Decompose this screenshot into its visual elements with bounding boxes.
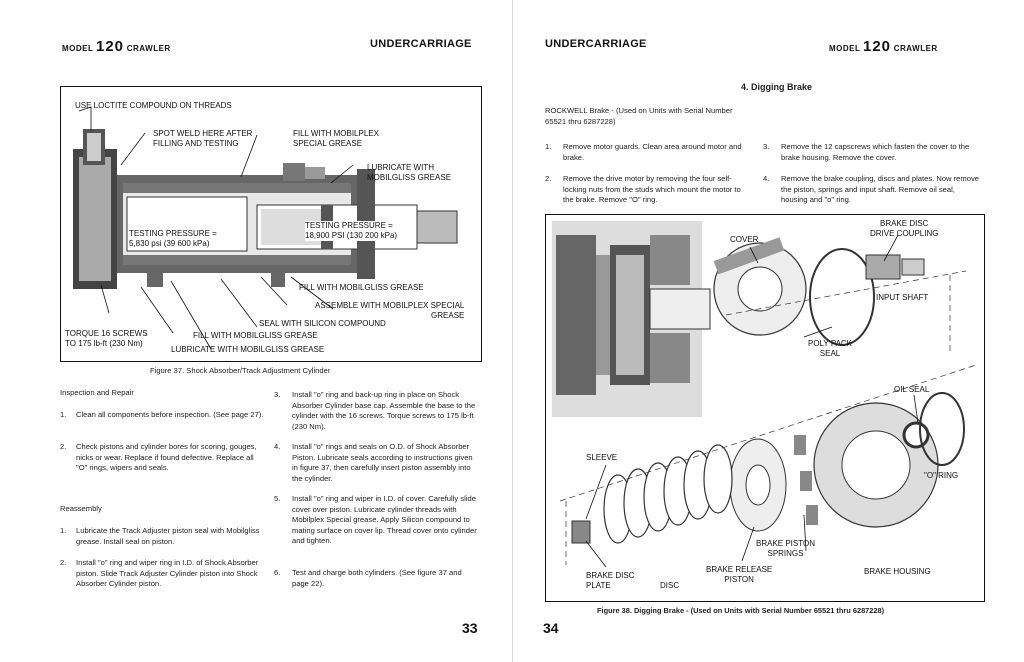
reassembly-heading: Reassembly xyxy=(60,504,102,513)
step-text: Remove the brake coupling, discs and pla… xyxy=(781,174,979,204)
model-prefix: MODEL xyxy=(829,44,861,53)
assembly-step-num: 4. xyxy=(274,442,281,451)
reassembly-item-text: Install "o" ring and wiper ring in I.D. … xyxy=(76,558,259,588)
step-num: 3. xyxy=(763,142,770,151)
callout-seal-silicon: SEAL WITH SILICON COMPOUND xyxy=(259,319,386,328)
assembly-step-num: 6. xyxy=(274,568,281,577)
reassembly-item-text: Lubricate the Track Adjuster piston seal… xyxy=(76,526,260,546)
callout-testing-pressure-left: TESTING PRESSURE = 5,830 psi (39 600 kPa… xyxy=(129,229,217,249)
callout-brake-disc-drive-coupling: BRAKE DISC DRIVE COUPLING xyxy=(870,219,939,238)
step-num: 2. xyxy=(545,174,552,183)
assembly-step-text: Test and charge both cylinders. (See fig… xyxy=(292,568,462,588)
callout-cover: COVER xyxy=(730,235,759,244)
figure-38-box: COVER BRAKE DISC DRIVE COUPLING INPUT SH… xyxy=(545,214,985,602)
callout-testing-pressure-right: TESTING PRESSURE = 18,900 PSI (130 200 k… xyxy=(305,221,398,241)
callout-input-shaft: INPUT SHAFT xyxy=(876,293,929,302)
callout-lubricate-2: LUBRICATE WITH MOBILGLISS GREASE xyxy=(171,345,325,354)
right-header-model: MODEL 120 CRAWLER xyxy=(829,38,938,55)
model-number: 120 xyxy=(95,38,125,55)
step-text: Remove motor guards. Clean area around m… xyxy=(563,142,742,162)
figure-37-caption: Figure 37. Shock Absorber/Track Adjustme… xyxy=(150,366,331,375)
callout-brake-housing: BRAKE HOUSING xyxy=(864,567,931,576)
figure-37-box: USE LOCTITE COMPOUND ON THREADS SPOT WEL… xyxy=(60,86,482,362)
callout-o-ring: "O" RING xyxy=(924,471,959,480)
callout-brake-disc-plate: BRAKE DISC PLATE xyxy=(586,571,635,590)
inspection-item-num: 2. xyxy=(60,442,67,451)
callout-disc: DISC xyxy=(660,581,680,590)
assembly-step-text: Install "o" ring and wiper in I.D. of co… xyxy=(292,494,477,545)
step-num: 1. xyxy=(545,142,552,151)
reassembly-item-num: 2. xyxy=(60,558,67,567)
callout-sleeve: SLEEVE xyxy=(586,453,618,462)
assembly-step-num: 3. xyxy=(274,390,281,399)
inspection-item-text: Check pistons and cylinder bores for sco… xyxy=(76,442,257,472)
left-page-number: 33 xyxy=(462,620,478,636)
right-page: UNDERCARRIAGE MODEL 120 CRAWLER 4. Diggi… xyxy=(512,0,1024,662)
section-title: 4. Digging Brake xyxy=(741,82,813,92)
assembly-step-text: Install "o" rings and seals on O.D. of S… xyxy=(292,442,473,483)
model-number: 120 xyxy=(862,38,892,55)
callout-loctite: USE LOCTITE COMPOUND ON THREADS xyxy=(75,101,232,110)
model-suffix: CRAWLER xyxy=(126,44,171,53)
step-num: 4. xyxy=(763,174,770,183)
right-page-number: 34 xyxy=(543,620,559,636)
step-text: Remove the 12 capscrews which fasten the… xyxy=(781,142,970,162)
inspection-item-num: 1. xyxy=(60,410,67,419)
left-header-model: MODEL 120 CRAWLER xyxy=(62,38,171,55)
callout-spot-weld: SPOT WELD HERE AFTER FILLING AND TESTING xyxy=(153,129,253,148)
callout-fill-mobilgliss-2: FILL WITH MOBILGLISS GREASE xyxy=(193,331,318,340)
callout-fill-mobilplex: FILL WITH MOBILPLEX SPECIAL GREASE xyxy=(293,129,379,148)
model-prefix: MODEL xyxy=(62,44,94,53)
digging-brake-exploded-drawing xyxy=(552,221,977,568)
inspection-item-text: Clean all components before inspection. … xyxy=(76,410,264,419)
callout-brake-piston-springs: BRAKE PISTON SPRINGS xyxy=(756,539,815,558)
callout-fill-mobilgliss: FILL WITH MOBILGLISS GREASE xyxy=(299,283,424,292)
callout-oil-seal: OIL SEAL xyxy=(894,385,930,394)
callout-brake-release-piston: BRAKE RELEASE PISTON xyxy=(706,565,773,584)
callout-lubricate-mobilgliss: LUBRICATE WITH MOBILGLISS GREASE xyxy=(367,163,452,182)
right-header-section: UNDERCARRIAGE xyxy=(545,38,647,50)
callout-assemble-mobilplex: ASSEMBLE WITH MOBILPLEX SPECIAL GREASE xyxy=(315,301,465,320)
callout-poly-pack-seal: POLY PACK SEAL xyxy=(808,339,853,358)
inspection-heading: Inspection and Repair xyxy=(60,388,134,397)
callout-torque-screws: TORQUE 16 SCREWS TO 175 lb-ft (230 Nm) xyxy=(65,329,148,348)
model-suffix: CRAWLER xyxy=(893,44,938,53)
reassembly-item-num: 1. xyxy=(60,526,67,535)
left-header-section: UNDERCARRIAGE xyxy=(370,38,472,50)
figure-38-caption: Figure 38. Digging Brake - (Used on Unit… xyxy=(597,606,885,615)
assembly-step-text: Install "o" ring and back-up ring in pla… xyxy=(292,390,476,431)
left-page: MODEL 120 CRAWLER UNDERCARRIAGE xyxy=(60,38,482,636)
step-text: Remove the drive motor by removing the f… xyxy=(563,174,741,204)
assembly-step-num: 5. xyxy=(274,494,281,503)
rockwell-intro: ROCKWELL Brake - (Used on Units with Ser… xyxy=(545,106,733,126)
